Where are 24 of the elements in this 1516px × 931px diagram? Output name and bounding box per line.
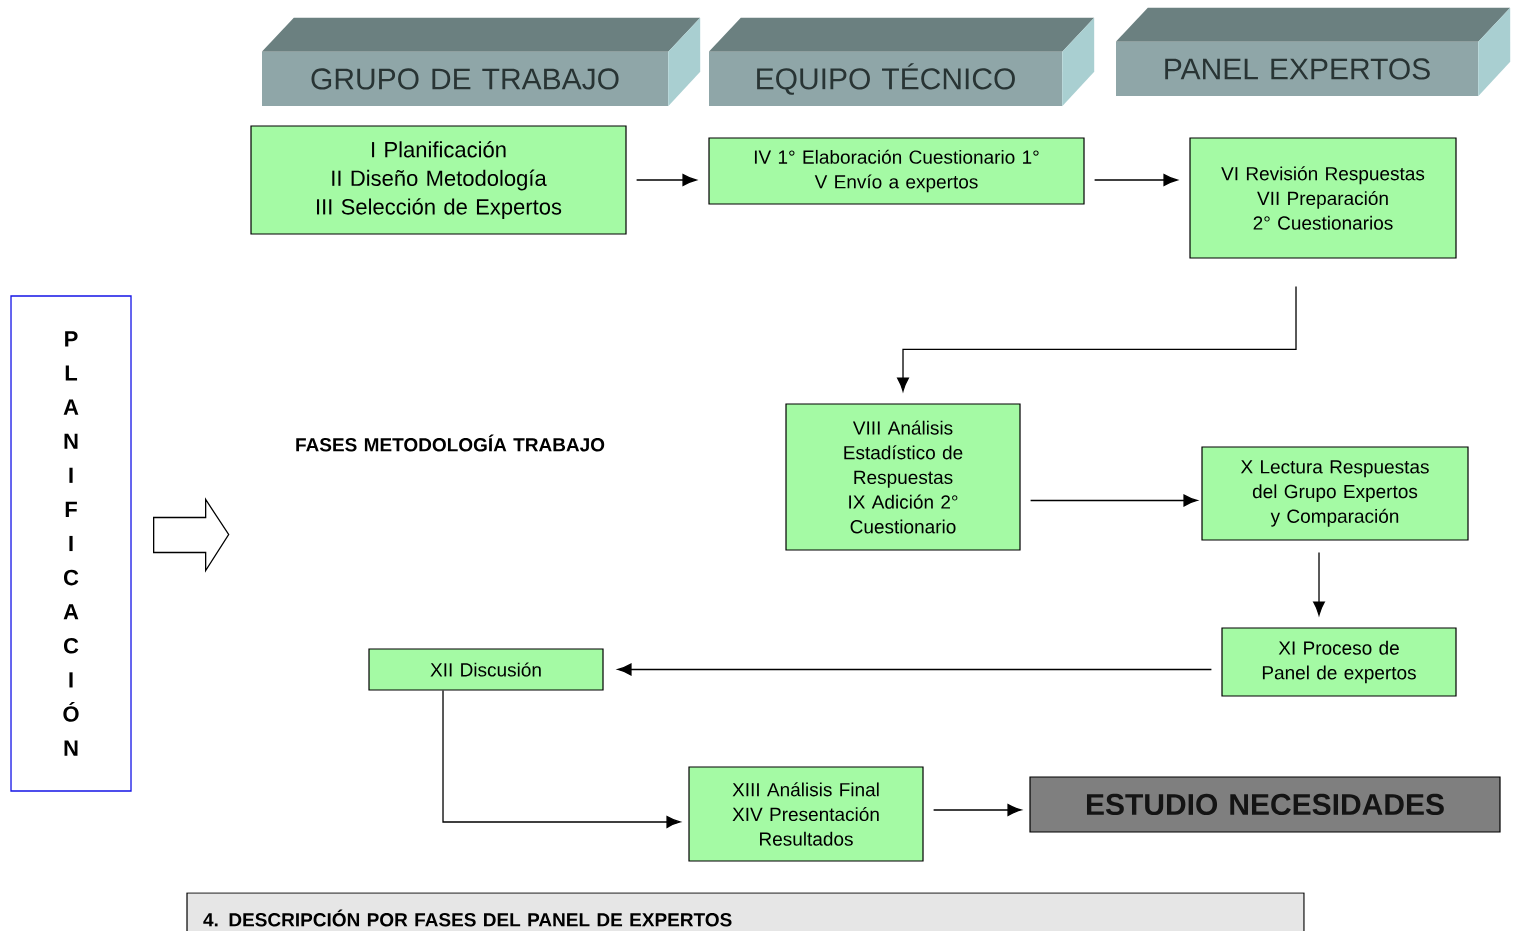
header-block: PANEL EXPERTOS [1115,7,1511,97]
result-box: ESTUDIO NECESIDADES [1029,776,1501,833]
arrow [1313,551,1325,616]
process-box: VI Revisión Respuestas VII Preparación 2° Cuestionarios [1189,137,1457,259]
section-banner: 4. DESCRIPCIÓN POR FASES DEL PANEL DE EXPERTOS [186,892,1305,931]
header-block: GRUPO DE TRABAJO [261,17,701,107]
arrow [442,689,681,828]
process-box: I Planificación II Diseño Metodología III Selección de Expertos [250,125,627,235]
arrow [932,804,1022,816]
process-box: X Lectura Respuestas del Grupo Expertos y Comparación [1201,446,1469,541]
header-block: EQUIPO TÉCNICO [708,17,1095,107]
arrow [897,285,1297,392]
process-box: VIII Análisis Estadístico de Respuestas IX Adición 2° Cuestionario [785,403,1021,551]
process-box: XIII Análisis Final XIV Presentación Resultados [688,766,924,862]
arrow [635,174,697,186]
vertical-label-box: PLANIFICACIÓN [10,295,132,792]
process-box: XI Proceso de Panel de expertos [1221,627,1457,697]
arrow [1093,174,1178,186]
process-box: IV 1° Elaboración Cuestionario 1° V Envío a expertos [708,137,1085,205]
section-heading: FASES METODOLOGÍA TRABAJO [296,434,605,452]
process-box: XII Discusión [368,648,604,691]
arrow [617,663,1213,676]
arrow [1029,494,1198,507]
block-arrow [153,497,230,573]
